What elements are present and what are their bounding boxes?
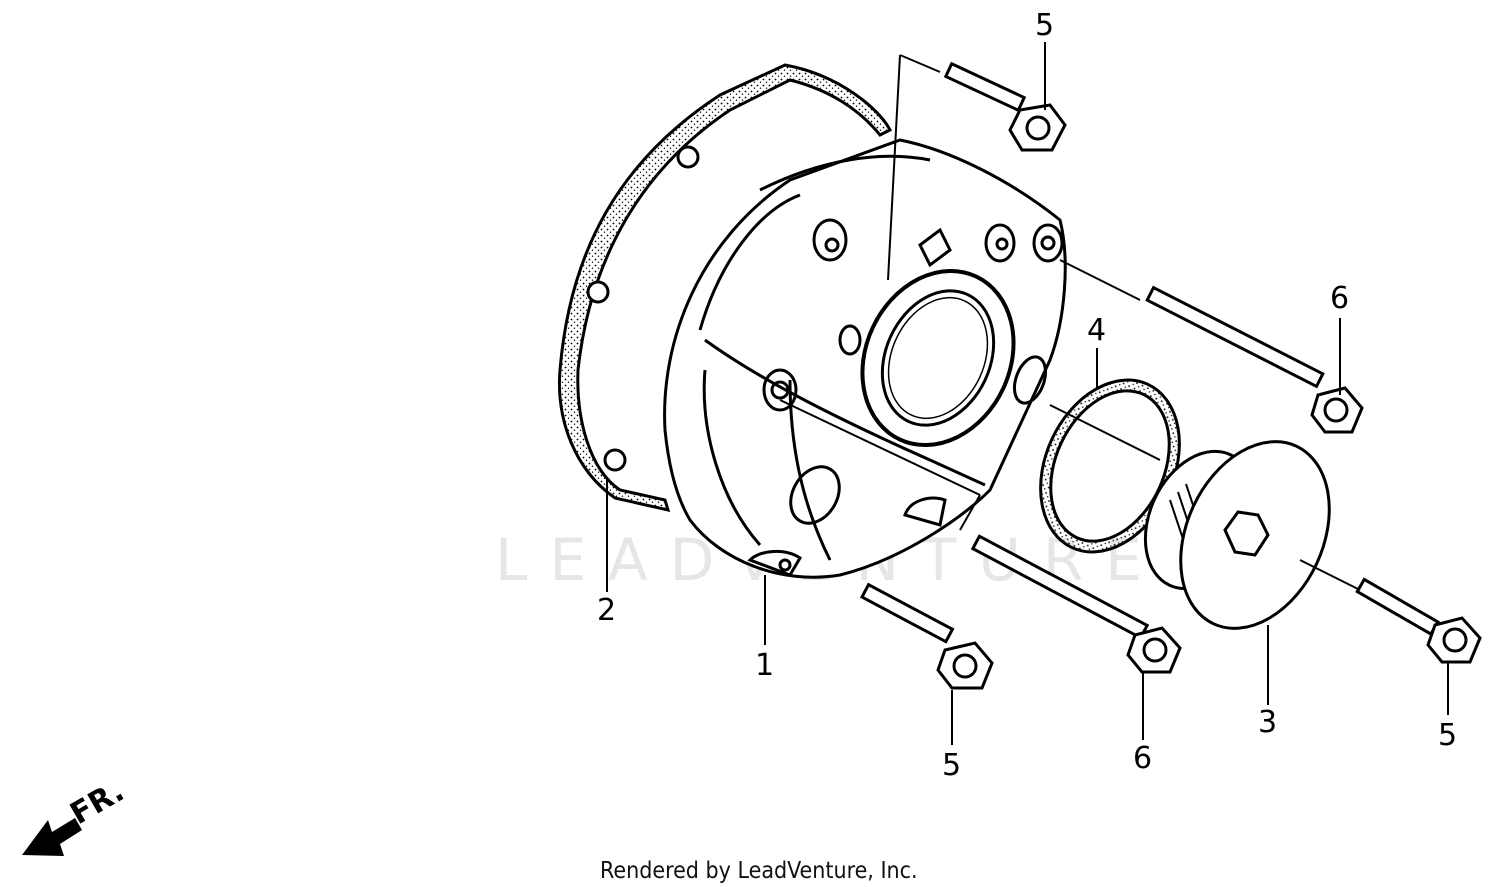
cap-part-3	[1143, 440, 1331, 630]
callout-1: 1	[755, 648, 774, 683]
footer-credit: Rendered by LeadVenture, Inc.	[600, 858, 918, 884]
callout-5-bottom-right: 5	[1438, 718, 1457, 753]
callout-6-right: 6	[1330, 281, 1349, 316]
callout-5-top: 5	[1035, 8, 1054, 43]
callout-5-bottom-left: 5	[942, 748, 961, 783]
callout-3: 3	[1258, 705, 1277, 740]
bolt-5-bottom-right	[1355, 577, 1482, 664]
o-ring-part-4	[1039, 378, 1181, 554]
bolt-6-right	[1145, 285, 1364, 434]
front-direction-indicator: FR.	[22, 774, 130, 856]
bolt-6-bottom	[970, 534, 1182, 674]
front-arrow-icon	[22, 818, 82, 856]
cover-part-1	[663, 138, 1067, 579]
bolt-5-top	[943, 61, 1067, 152]
callout-6-bottom: 6	[1133, 741, 1152, 776]
gasket-part-2	[557, 63, 893, 513]
callout-2: 2	[597, 593, 616, 628]
leader-lines	[606, 42, 1449, 745]
callout-4: 4	[1087, 313, 1106, 348]
bolt-5-bottom-left	[859, 582, 994, 690]
